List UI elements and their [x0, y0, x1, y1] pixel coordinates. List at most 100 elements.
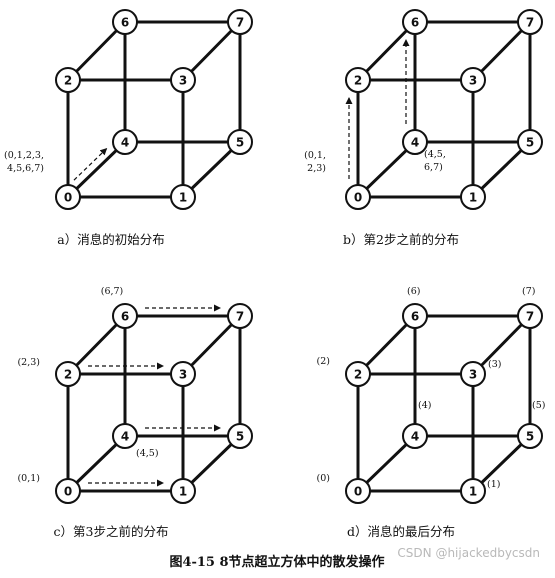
- node-2: [55, 361, 81, 387]
- node-label-4: 4: [121, 136, 129, 150]
- node-4: [402, 423, 428, 449]
- node-label-5: 5: [526, 430, 534, 444]
- node-label-5: 5: [236, 136, 244, 150]
- edge-2-6: [356, 314, 417, 376]
- annotation-node-6: (6): [407, 286, 420, 297]
- node-7: [517, 9, 543, 35]
- node-label-1: 1: [179, 485, 187, 499]
- hypercube-panel-a: 0 1 2 3 4 5 6 7 (0,1,2,3, 4,5,6,7): [4, 9, 253, 210]
- panel-caption-d: d）消息的最后分布: [347, 524, 455, 539]
- node-label-0: 0: [354, 191, 362, 205]
- node-label-6: 6: [121, 310, 129, 324]
- node-2: [345, 361, 371, 387]
- node-3: [170, 361, 196, 387]
- node-label-4: 4: [411, 430, 419, 444]
- annotation-node-2: (2,3): [17, 357, 40, 368]
- annotation-node-1: (1): [487, 479, 500, 490]
- annotation-node-0: (0,1): [17, 473, 40, 484]
- annotation-node-6: (6,7): [101, 286, 124, 297]
- annotation-node-0: (0,1,: [304, 150, 326, 161]
- node-label-6: 6: [121, 16, 129, 30]
- edge-0-4: [66, 434, 127, 493]
- node-label-3: 3: [469, 368, 477, 382]
- edge-1-5: [471, 434, 532, 493]
- node-1: [170, 184, 196, 210]
- node-label-2: 2: [64, 368, 72, 382]
- annotation-node-0: 4,5,6,7): [7, 163, 44, 174]
- watermark: CSDN @hijackedbycsdn: [397, 546, 540, 560]
- edge-1-5: [181, 434, 242, 493]
- node-6: [402, 9, 428, 35]
- node-label-4: 4: [411, 136, 419, 150]
- node-6: [112, 303, 138, 329]
- node-5: [227, 129, 253, 155]
- node-7: [227, 303, 253, 329]
- edge-3-7: [471, 314, 532, 376]
- node-label-2: 2: [354, 368, 362, 382]
- node-6: [112, 9, 138, 35]
- annotation-node-4: (4): [418, 400, 431, 411]
- annotation-node-4: (4,5,: [424, 149, 446, 160]
- annotation-node-0: (0,1,2,3,: [4, 150, 44, 161]
- edge-3-7: [471, 20, 532, 82]
- node-7: [517, 303, 543, 329]
- node-0: [345, 184, 371, 210]
- node-label-1: 1: [179, 191, 187, 205]
- edge-0-4: [66, 140, 127, 199]
- annotation-node-4: 6,7): [424, 162, 443, 173]
- node-label-5: 5: [236, 430, 244, 444]
- panel-caption-b: b）第2步之前的分布: [343, 232, 459, 247]
- node-1: [460, 478, 486, 504]
- node-label-2: 2: [64, 74, 72, 88]
- node-1: [170, 478, 196, 504]
- node-label-7: 7: [526, 310, 534, 324]
- node-1: [460, 184, 486, 210]
- node-label-1: 1: [469, 485, 477, 499]
- edge-1-5: [181, 140, 242, 199]
- node-4: [112, 423, 138, 449]
- node-label-7: 7: [236, 310, 244, 324]
- edge-2-6: [66, 20, 127, 82]
- node-0: [55, 184, 81, 210]
- node-label-0: 0: [64, 191, 72, 205]
- edge-1-5: [471, 140, 532, 199]
- annotation-node-5: (5): [532, 400, 545, 411]
- node-label-1: 1: [469, 191, 477, 205]
- figure-title: 图4-15 8节点超立方体中的散发操作: [169, 554, 384, 570]
- edge-3-7: [181, 314, 242, 376]
- annotation-node-0: 2,3): [307, 163, 326, 174]
- edge-0-4: [356, 140, 417, 199]
- panel-caption-a: a）消息的初始分布: [57, 232, 164, 247]
- node-4: [112, 129, 138, 155]
- message-arrow-0-4: [73, 148, 108, 181]
- node-6: [402, 303, 428, 329]
- node-4: [402, 129, 428, 155]
- node-3: [170, 67, 196, 93]
- node-label-4: 4: [121, 430, 129, 444]
- annotation-node-0: (0): [317, 473, 330, 484]
- node-7: [227, 9, 253, 35]
- node-2: [55, 67, 81, 93]
- node-label-5: 5: [526, 136, 534, 150]
- node-0: [55, 478, 81, 504]
- annotation-node-3: (3): [488, 359, 501, 370]
- node-label-0: 0: [354, 485, 362, 499]
- node-label-3: 3: [179, 74, 187, 88]
- node-label-3: 3: [469, 74, 477, 88]
- node-label-7: 7: [236, 16, 244, 30]
- edge-2-6: [66, 314, 127, 376]
- node-label-7: 7: [526, 16, 534, 30]
- node-5: [517, 129, 543, 155]
- node-label-3: 3: [179, 368, 187, 382]
- node-5: [517, 423, 543, 449]
- edge-0-4: [356, 434, 417, 493]
- node-label-6: 6: [411, 310, 419, 324]
- annotation-node-2: (2): [317, 356, 330, 367]
- node-3: [460, 67, 486, 93]
- edge-3-7: [181, 20, 242, 82]
- annotation-node-4: (4,5): [136, 448, 159, 459]
